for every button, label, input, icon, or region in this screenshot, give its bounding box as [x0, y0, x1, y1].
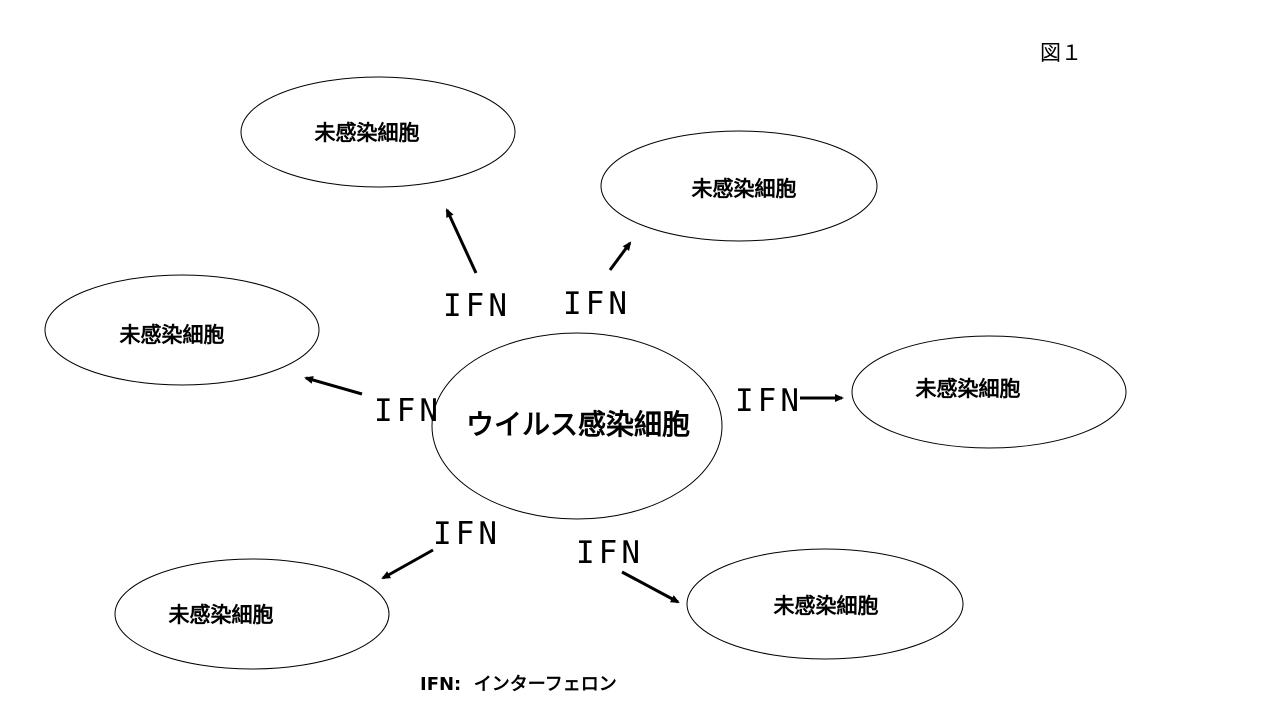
cell-ellipse	[114, 558, 390, 670]
ifn-signal: IFN	[381, 516, 501, 580]
infected-cell: ウイルス感染細胞	[431, 332, 723, 520]
ifn-signal: IFN	[443, 208, 511, 324]
target-cell: 未感染細胞	[114, 558, 390, 670]
ifn-signal: IFN	[576, 535, 680, 604]
target-cell: 未感染細胞	[851, 335, 1127, 449]
cell-label: 未感染細胞	[120, 323, 225, 347]
cell-ellipse	[240, 76, 516, 188]
arrow	[381, 548, 434, 580]
target-cell: 未感染細胞	[240, 76, 516, 188]
cell-label: 未感染細胞	[315, 121, 420, 145]
legend-text: IFN: インターフェロン	[420, 674, 617, 695]
infected-cell-ellipse	[431, 332, 723, 520]
ifn-signal: IFN	[304, 376, 442, 429]
cell-label: 未感染細胞	[916, 377, 1021, 401]
target-cell: 未感染細胞	[600, 130, 878, 242]
ifn-label: IFN	[443, 288, 511, 324]
target-cell: 未感染細胞	[686, 548, 964, 660]
ifn-label: IFN	[735, 383, 803, 419]
ifn-signal: IFN	[563, 241, 632, 322]
arrow	[621, 570, 680, 604]
target-cell: 未感染細胞	[44, 274, 320, 386]
cell-label: 未感染細胞	[169, 603, 274, 627]
cell-ellipse	[600, 130, 878, 242]
arrow	[304, 376, 363, 396]
ifn-label: IFN	[563, 286, 631, 322]
infected-cell-label: ウイルス感染細胞	[466, 408, 690, 441]
cell-ellipse	[851, 335, 1127, 449]
ifn-label: IFN	[576, 535, 644, 571]
ifn-label: IFN	[374, 393, 442, 429]
cell-label: 未感染細胞	[692, 177, 797, 201]
ifn-signal: IFN	[735, 383, 844, 419]
arrow	[608, 241, 632, 271]
cell-ellipse	[44, 274, 320, 386]
cell-ellipse	[686, 548, 964, 660]
ifn-label: IFN	[433, 516, 501, 552]
cell-label: 未感染細胞	[774, 594, 879, 618]
arrow	[445, 208, 478, 274]
figure-label: 図１	[1040, 41, 1082, 65]
